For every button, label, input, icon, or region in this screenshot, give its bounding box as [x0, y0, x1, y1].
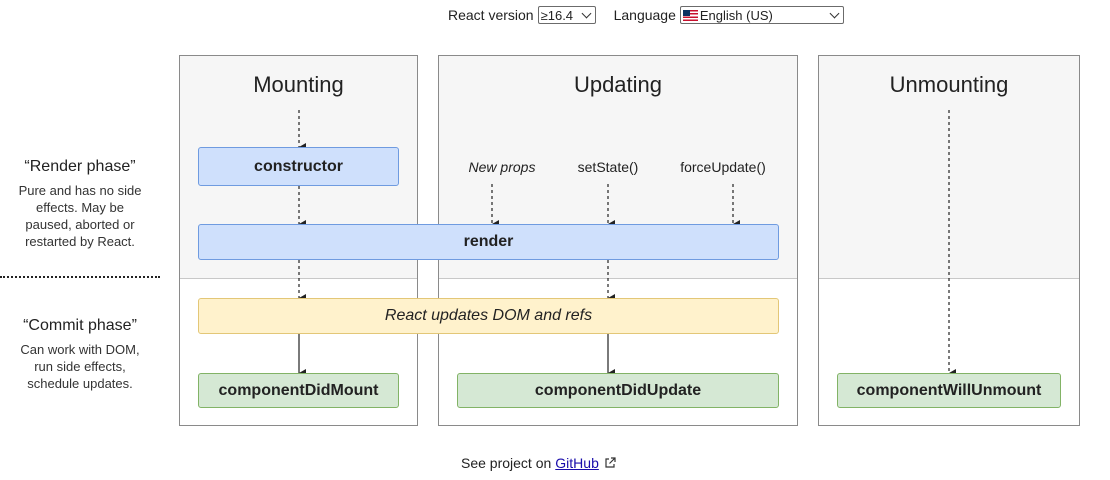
phase-divider	[180, 278, 417, 279]
commit-phase-desc-line: run side effects,	[34, 359, 126, 374]
set-state-trigger: setState()	[577, 159, 639, 175]
github-link[interactable]: GitHub	[555, 455, 599, 471]
language-value: English (US)	[699, 7, 773, 23]
unmounting-column: Unmounting	[818, 55, 1080, 426]
mounting-title: Mounting	[253, 72, 344, 97]
language-label: Language	[613, 7, 676, 23]
unmounting-title: Unmounting	[889, 72, 1009, 97]
render-phase-description: Pure and has no side effects. May be pau…	[0, 182, 160, 250]
render-phase-desc-line: paused, aborted or	[25, 217, 135, 232]
component-will-unmount-node[interactable]: componentWillUnmount	[837, 373, 1061, 408]
component-did-update-node[interactable]: componentDidUpdate	[457, 373, 779, 408]
settings-bar: React version ≥16.4 Language English (US…	[448, 4, 844, 26]
constructor-node[interactable]: constructor	[198, 147, 399, 186]
footer: See project on GitHub	[461, 455, 616, 471]
language-select[interactable]: English (US)	[679, 6, 844, 24]
new-props-trigger: New props	[468, 159, 536, 175]
render-node[interactable]: render	[198, 224, 779, 260]
render-phase-desc-line: restarted by React.	[25, 234, 135, 249]
chevron-down-icon	[829, 8, 840, 18]
commit-phase-title: “Commit phase”	[23, 317, 137, 334]
phase-divider	[819, 278, 1079, 279]
render-phase-title: “Render phase”	[24, 158, 136, 175]
phase-separator	[0, 276, 160, 278]
react-version-value: ≥16.4	[540, 7, 574, 23]
react-version-label: React version	[448, 7, 534, 23]
force-update-trigger: forceUpdate()	[680, 159, 766, 175]
commit-phase-desc-line: Can work with DOM,	[20, 342, 140, 357]
updating-title: Updating	[573, 72, 663, 97]
render-phase-desc-line: Pure and has no side	[18, 183, 142, 198]
us-flag-icon	[682, 9, 698, 21]
commit-phase-description: Can work with DOM, run side effects, sch…	[0, 341, 160, 392]
react-updates-dom-node: React updates DOM and refs	[198, 298, 779, 334]
chevron-down-icon	[581, 8, 592, 18]
react-version-select[interactable]: ≥16.4	[537, 6, 596, 24]
render-phase-desc-line: effects. May be	[36, 200, 124, 215]
phase-divider	[439, 278, 797, 279]
footer-text: See project on	[461, 455, 552, 471]
commit-phase-desc-line: schedule updates.	[27, 376, 133, 391]
component-did-mount-node[interactable]: componentDidMount	[198, 373, 399, 408]
external-link-icon	[605, 457, 616, 468]
